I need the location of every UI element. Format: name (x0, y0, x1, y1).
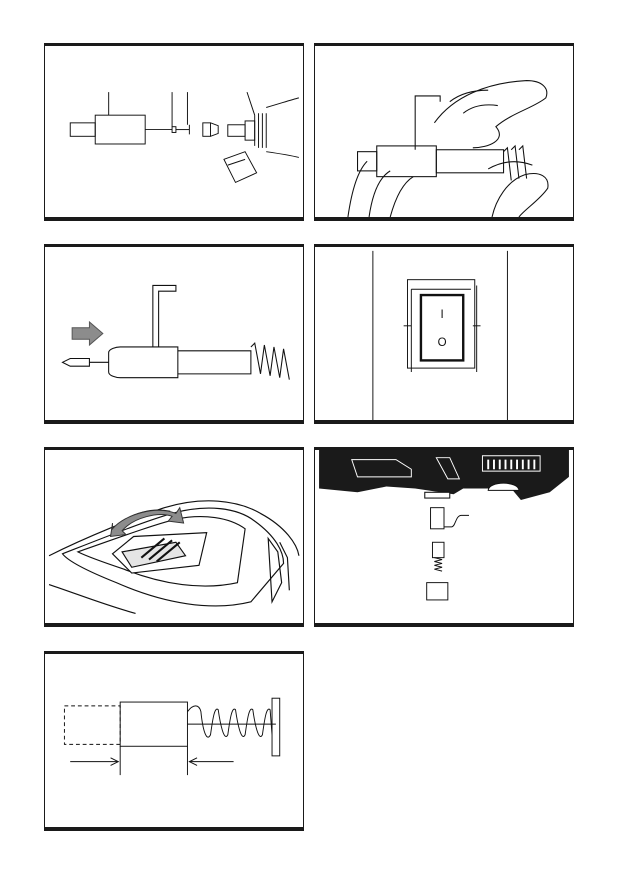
switch-illustration: I O (315, 247, 573, 420)
hand-assembly-illustration (315, 46, 573, 217)
figure-5-panel (44, 447, 304, 627)
switch-off-symbol: O (438, 337, 447, 349)
insert-tool-illustration (45, 247, 303, 420)
brush-spring (434, 558, 442, 571)
figure-1-panel (44, 43, 304, 221)
worn-brush (120, 702, 187, 746)
insert-direction-arrow (72, 322, 103, 345)
hex-wrench (153, 285, 176, 347)
shaft-end (70, 123, 95, 136)
small-pin (172, 127, 176, 133)
end-plate (272, 698, 280, 756)
brush-replacement-illustration (315, 450, 573, 623)
brush-holder (427, 583, 448, 600)
speed-dial-illustration (45, 450, 303, 623)
figure-7-panel (44, 651, 304, 831)
figure-2-panel (314, 43, 574, 221)
brush-cap (431, 508, 444, 529)
switch-rocker (421, 295, 463, 360)
hex-wrench (415, 96, 440, 150)
bit-tip (63, 358, 90, 366)
spring-coil (251, 343, 289, 380)
collet (203, 123, 211, 136)
new-brush-outline (64, 706, 120, 744)
brush-wear-illustration (45, 654, 303, 827)
carbon-brush (432, 542, 444, 557)
upper-hand (434, 81, 546, 148)
collet-nut-body (95, 115, 145, 144)
spring (187, 706, 272, 737)
switch-on-symbol: I (440, 309, 443, 321)
figure-4-panel: I O (314, 244, 574, 424)
accessory-parts-illustration (45, 46, 303, 217)
figure-3-panel (44, 244, 304, 424)
spindle-tip (228, 125, 245, 137)
figure-6-panel (314, 447, 574, 627)
